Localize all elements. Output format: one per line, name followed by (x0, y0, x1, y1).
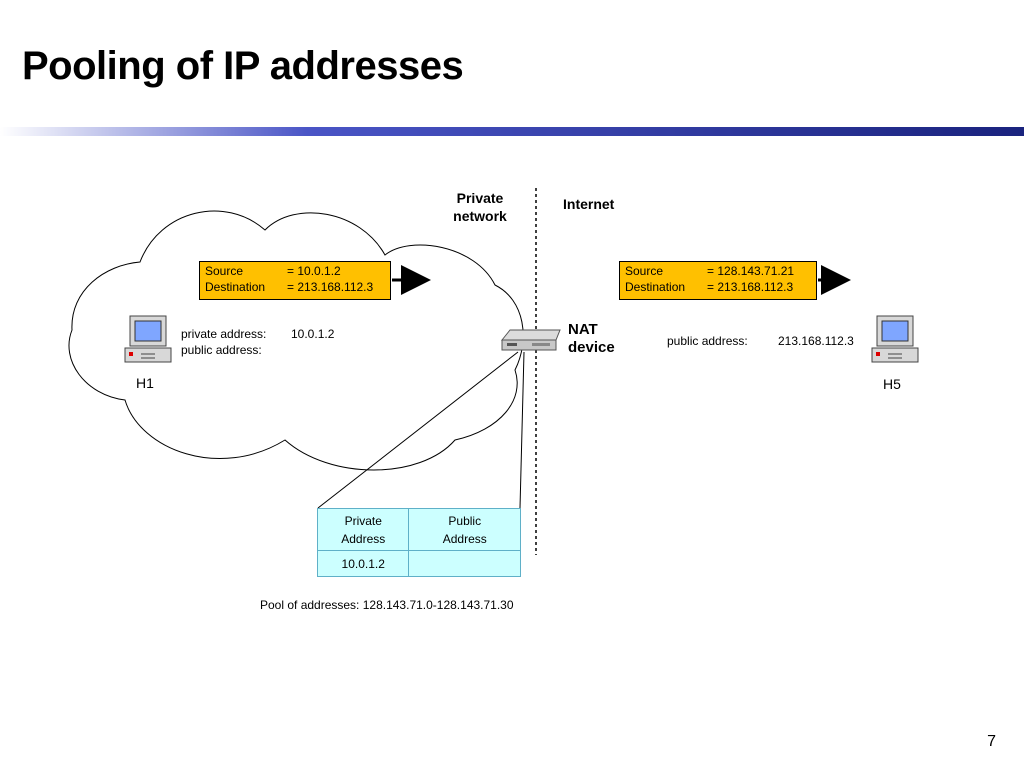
h1-public-address-label: public address: (181, 343, 262, 357)
packet-destination-label: Destination (205, 280, 266, 294)
h1-private-address-value: 10.0.1.2 (291, 327, 335, 341)
packet-destination-value: = 213.168.112.3 (707, 280, 794, 294)
address-pool-caption: Pool of addresses: 128.143.71.0-128.143.… (260, 598, 514, 612)
computer-h5-icon (871, 315, 919, 363)
nat-table-link-left (317, 351, 519, 509)
h5-address-info: public address: 213.168.112.3 (667, 333, 854, 349)
table-row: 10.0.1.2 (316, 550, 521, 577)
h1-address-info: private address: 10.0.1.2 public address: (181, 326, 334, 358)
page-title: Pooling of IP addresses (22, 44, 464, 88)
nat-translation-table: Private Address Public Address 10.0.1.2 (316, 508, 521, 577)
nat-device-label: NAT device (568, 321, 615, 356)
h5-label: H5 (883, 376, 901, 392)
nat-table-link-right (519, 351, 525, 509)
packet-source-label: Source (205, 264, 244, 278)
computer-h1-icon (124, 315, 172, 363)
table-header-private: Private Address (316, 508, 410, 551)
packet-destination-label: Destination (625, 280, 686, 294)
private-network-label: Private network (453, 190, 507, 224)
packet-source-value: = 128.143.71.21 (707, 264, 795, 278)
packet-private: Source = 10.0.1.2 Destination = 213.168.11… (199, 261, 391, 300)
packet-destination-value: = 213.168.112.3 (287, 280, 374, 294)
h1-private-address-label: private address: (181, 327, 267, 341)
h5-public-address-label: public address: (667, 334, 748, 348)
title-divider-bar (0, 127, 1024, 136)
table-cell-public (408, 550, 521, 577)
internet-label: Internet (563, 196, 615, 212)
page-number: 7 (987, 733, 996, 750)
nat-device-icon (500, 329, 561, 351)
table-header-public: Public Address (408, 508, 521, 551)
table-cell-private: 10.0.1.2 (316, 550, 410, 577)
h5-public-address-value: 213.168.112.3 (778, 334, 854, 348)
packet-source-value: = 10.0.1.2 (287, 264, 341, 278)
packet-source-label: Source (625, 264, 664, 278)
h1-label: H1 (136, 375, 154, 391)
packet-public: Source = 128.143.71.21 Destination = 213.1… (619, 261, 817, 300)
